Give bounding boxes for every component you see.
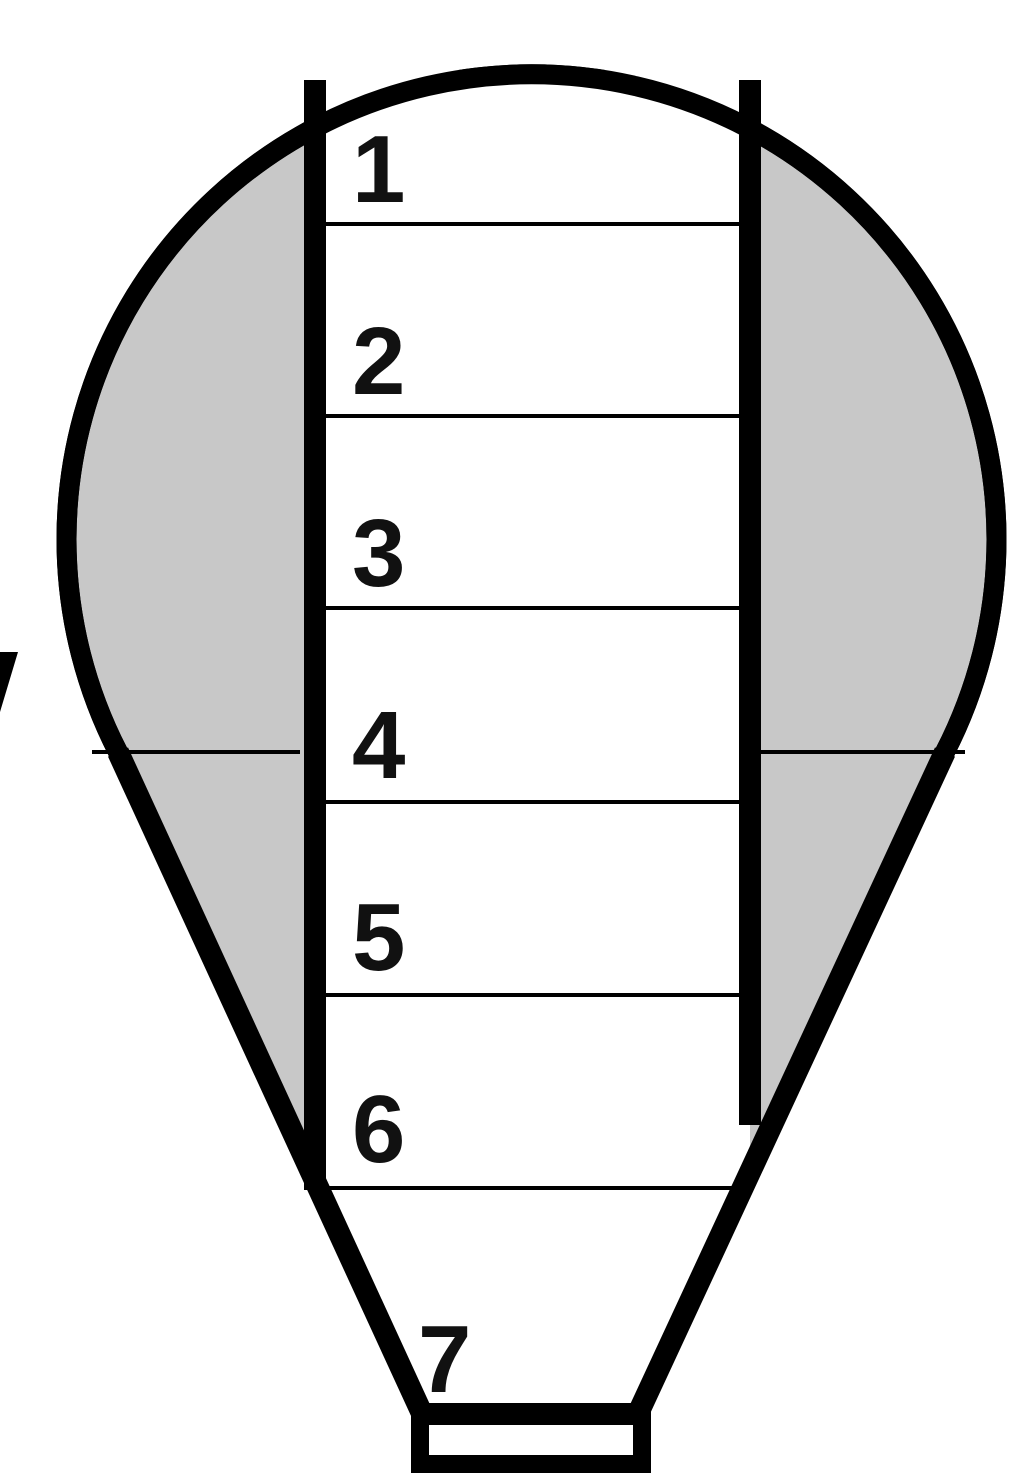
section-number-7: 7 xyxy=(418,1306,471,1413)
center-column xyxy=(315,70,750,1188)
section-number-4: 4 xyxy=(352,692,405,799)
section-number-6: 6 xyxy=(352,1076,405,1183)
section-number-3: 3 xyxy=(352,500,405,607)
section-number-1: 1 xyxy=(352,116,405,223)
edge-stroke-fragment xyxy=(0,652,18,712)
section-number-5: 5 xyxy=(352,884,405,991)
section-number-2: 2 xyxy=(352,308,405,415)
